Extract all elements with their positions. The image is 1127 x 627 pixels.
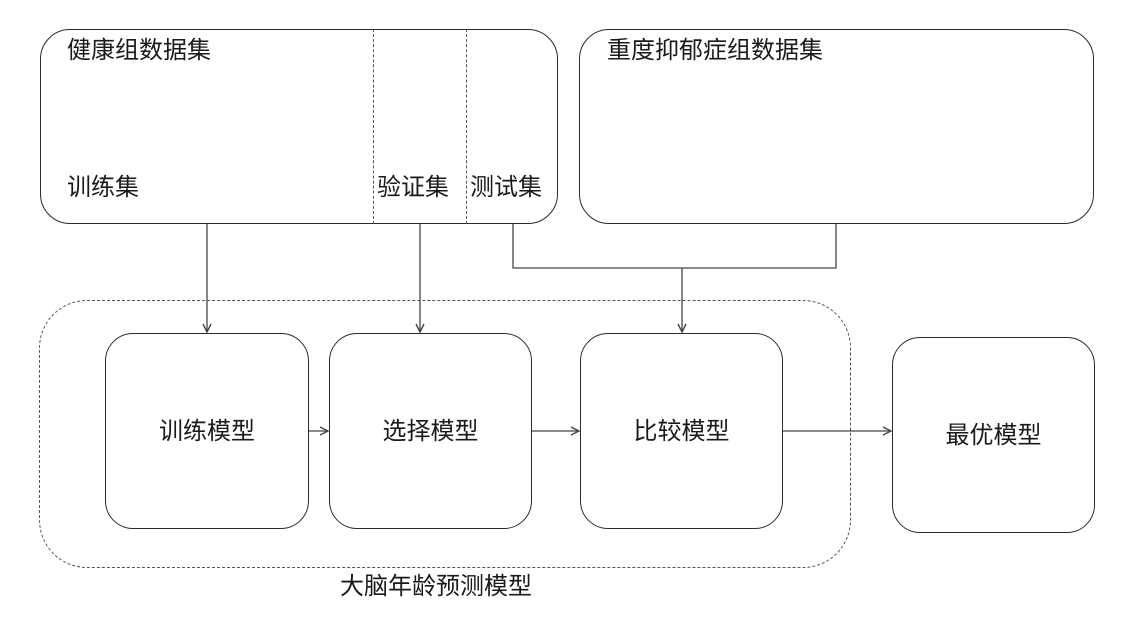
group-caption: 大脑年龄预测模型 xyxy=(340,572,532,600)
brain-age-model-group xyxy=(39,300,851,568)
test-set-connector xyxy=(512,224,837,269)
validation-set-label: 验证集 xyxy=(377,173,449,201)
select-model-box: 选择模型 xyxy=(329,333,532,529)
depression-dataset-box xyxy=(579,29,1094,224)
train-model-box: 训练模型 xyxy=(105,333,309,529)
compare-model-label: 比较模型 xyxy=(633,417,730,445)
train-model-label: 训练模型 xyxy=(159,417,255,445)
healthy-dataset-box xyxy=(40,29,558,224)
validation-test-divider xyxy=(466,29,467,224)
compare-model-box: 比较模型 xyxy=(580,333,783,529)
select-model-label: 选择模型 xyxy=(382,417,479,445)
best-model-box: 最优模型 xyxy=(892,337,1095,533)
healthy-dataset-title: 健康组数据集 xyxy=(67,36,211,64)
train-validation-divider xyxy=(373,29,374,224)
best-model-label: 最优模型 xyxy=(945,421,1042,449)
depression-dataset-title: 重度抑郁症组数据集 xyxy=(607,36,823,64)
train-set-label: 训练集 xyxy=(67,173,139,201)
test-set-label: 测试集 xyxy=(470,173,542,201)
